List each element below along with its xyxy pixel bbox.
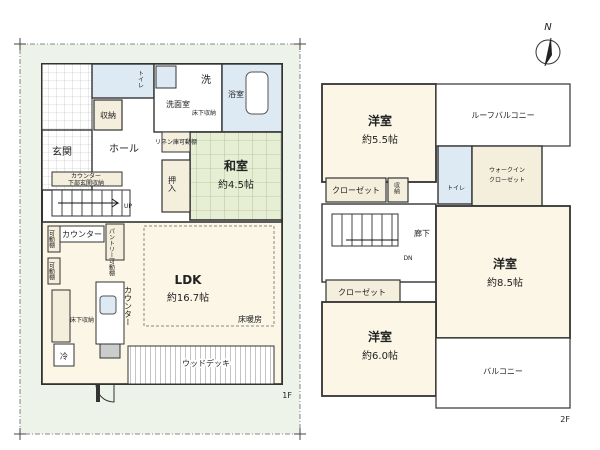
floor-heating-area [143, 225, 275, 327]
label-2f-walkin-2: クローゼット [489, 176, 525, 184]
label-1f-washitsu: 和室 [223, 158, 248, 173]
label-2f-yoshitsu-b-size: 約8.5帖 [487, 276, 523, 289]
compass-icon [535, 37, 561, 67]
label-1f-washitsu-size: 約4.5帖 [218, 178, 254, 191]
label-1f-fridge: 冷 [60, 351, 68, 361]
label-2f-balcony: バルコニー [483, 367, 523, 376]
label-1f-bath: 浴室 [228, 89, 244, 99]
label-1f-wash: 洗 [201, 74, 211, 86]
floor1-building [41, 63, 283, 403]
label-2f-walkin-1: ウォークイン [489, 166, 525, 174]
roof-balcony [435, 83, 571, 147]
stairs-2f [331, 213, 399, 247]
label-2f-storage: 収納 [393, 182, 400, 195]
label-1f-floor: 1F [282, 391, 292, 400]
walkin-closet [471, 145, 543, 207]
label-2f-roof-balcony: ルーフバルコニー [471, 111, 534, 120]
label-1f-floor-heating: 床暖房 [238, 314, 262, 324]
label-1f-linen: リネン庫可動棚 [155, 138, 197, 146]
fridge [53, 343, 75, 367]
label-1f-ldk-size: 約16.7帖 [167, 291, 209, 304]
washitsu [189, 131, 283, 221]
floor2-building [321, 83, 571, 409]
label-1f-counter-kitchen: カウンター [124, 286, 133, 326]
label-1f-toilet: トイレ [137, 70, 144, 88]
label-1f-washroom: 洗面室 [166, 99, 190, 109]
closet-a [325, 177, 387, 203]
label-1f-pantry: パントリー可動棚 [108, 228, 115, 277]
label-1f-storage: 収納 [100, 110, 116, 120]
yoshitsu-c [321, 301, 437, 397]
label-1f-shelf-2: 可動棚 [48, 262, 55, 281]
oshiire [161, 159, 191, 213]
label-1f-counter-genkan-2: 下部玄関収納 [68, 179, 104, 187]
label-1f-shelf-1: 可動棚 [48, 230, 55, 249]
stairs-1f [51, 189, 131, 217]
label-2f-yoshitsu-c: 洋室 [368, 329, 392, 344]
label-2f-floor: 2F [560, 415, 570, 424]
label-1f-underfloor-b: 床下収納 [70, 316, 94, 324]
balcony [435, 337, 571, 409]
label-2f-dn: DN [403, 255, 412, 262]
label-1f-underfloor-a: 床下収納 [192, 109, 216, 117]
label-1f-ldk: LDK [175, 273, 203, 287]
storage-1f [93, 99, 123, 131]
label-1f-counter: カウンター [62, 230, 102, 239]
storage-2f [387, 177, 409, 203]
label-2f-closet-a: クローゼット [332, 185, 380, 195]
compass-letter: N [544, 22, 552, 33]
label-2f-yoshitsu-c-size: 約6.0帖 [362, 349, 398, 362]
toilet-1f [91, 63, 155, 99]
label-2f-yoshitsu-b: 洋室 [493, 256, 517, 271]
label-2f-yoshitsu-a-size: 約5.5帖 [362, 133, 398, 146]
label-2f-corridor: 廊下 [414, 228, 430, 238]
label-2f-closet-b: クローゼット [338, 287, 386, 297]
label-2f-toilet: トイレ [447, 185, 465, 192]
label-1f-genkan: 玄関 [52, 145, 72, 158]
wood-deck [127, 345, 275, 385]
label-1f-oshiire: 押入 [168, 175, 177, 192]
yoshitsu-b [435, 205, 571, 339]
label-1f-counter-genkan-1: カウンター [71, 172, 101, 180]
label-1f-wood-deck: ウッドデッキ [182, 358, 230, 368]
label-2f-yoshitsu-a: 洋室 [368, 113, 392, 128]
label-1f-up: UP [124, 203, 132, 210]
label-1f-hall: ホール [109, 143, 139, 155]
toilet-2f [437, 145, 473, 205]
